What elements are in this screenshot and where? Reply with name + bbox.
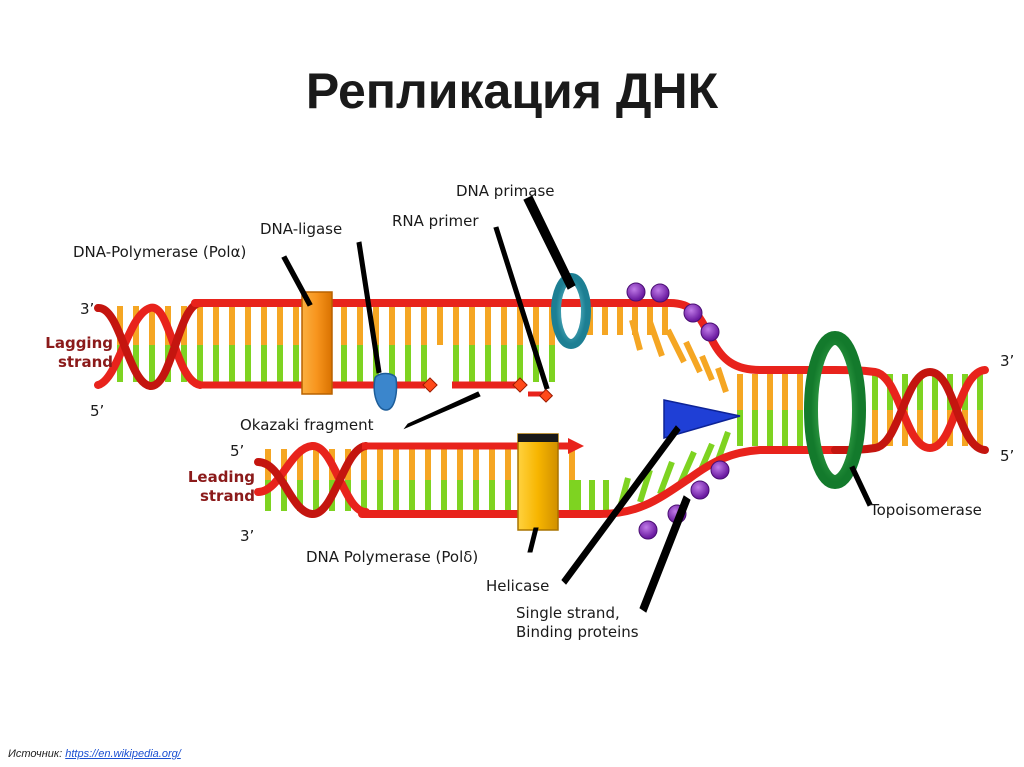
ssb-protein-ball xyxy=(710,460,730,480)
parent-helix-strand-b xyxy=(831,367,989,454)
label-topoisomerase: Topoisomerase xyxy=(869,501,982,519)
leading-strand-arrowhead xyxy=(568,438,584,454)
label-rna-primer: RNA primer xyxy=(392,212,479,230)
fork-base-green xyxy=(715,430,731,462)
label-polymerase-delta: DNA Polymerase (Polδ) xyxy=(306,548,478,566)
fork-base-green xyxy=(657,460,675,496)
fork-base-green xyxy=(637,469,653,503)
topoisomerase-ring xyxy=(804,331,866,489)
polymerase-delta-block xyxy=(517,433,559,531)
label-dna-primase: DNA primase xyxy=(456,182,555,200)
pointer-ssb xyxy=(639,495,691,613)
pointer-primase xyxy=(523,195,576,290)
label-lagging-line1: Lagging xyxy=(45,334,113,352)
label-end-3-bottom-left: 3’ xyxy=(240,527,254,545)
source-credit: Источник: https://en.wikipedia.org/ xyxy=(8,748,181,760)
label-end-5-right: 5’ xyxy=(1000,447,1014,465)
pointer-pol-delta xyxy=(527,527,539,553)
fork-base-orange xyxy=(665,328,687,364)
pointer-lines xyxy=(281,195,873,613)
source-link[interactable]: https://en.wikipedia.org/ xyxy=(65,748,181,760)
pointer-ligase xyxy=(356,241,382,374)
ssb-protein-cluster xyxy=(626,282,730,540)
pointer-okazaki xyxy=(403,391,481,430)
ssb-protein-ball xyxy=(700,322,720,342)
fork-base-orange xyxy=(699,354,715,382)
ssb-protein-ball xyxy=(690,480,710,500)
fork-base-orange xyxy=(629,319,643,351)
source-prefix: Источник: xyxy=(8,748,63,760)
dna-primase-ring xyxy=(551,273,591,349)
fork-base-orange xyxy=(715,367,729,393)
leading-helix-strand-a xyxy=(254,442,370,516)
label-lagging-line2: strand xyxy=(58,353,113,371)
label-end-3-right: 3’ xyxy=(1000,352,1014,370)
label-dna-ligase: DNA-ligase xyxy=(260,220,342,238)
label-end-5-lower-left: 5’ xyxy=(230,442,244,460)
ssb-protein-ball xyxy=(638,520,658,540)
leading-helix-strand-b xyxy=(254,442,370,518)
label-okazaki-fragment: Okazaki fragment xyxy=(240,416,374,434)
pointer-rna-primer xyxy=(493,226,550,390)
leading-base-pairs xyxy=(265,449,609,511)
lagging-helix-strand-b xyxy=(94,299,204,390)
polymerase-delta-cap xyxy=(518,434,558,442)
ssb-protein-ball xyxy=(683,303,703,323)
label-leading-line2: strand xyxy=(200,487,255,505)
rna-primer-markers xyxy=(422,377,554,403)
pointer-pol-alpha xyxy=(281,255,313,307)
helicase-wedge xyxy=(663,399,741,439)
label-end-3-top-left: 3’ xyxy=(80,300,94,318)
label-ssb-line1: Single strand, xyxy=(516,604,620,622)
label-helicase: Helicase xyxy=(486,577,549,595)
lagging-helix-strand-a xyxy=(94,303,204,389)
ssb-protein-ball xyxy=(650,283,670,303)
label-leading-line1: Leading xyxy=(188,468,255,486)
leading-template-backbone xyxy=(358,446,839,518)
ssb-protein-ball xyxy=(626,282,646,302)
label-end-5-mid-left: 5’ xyxy=(90,402,104,420)
fork-single-strand-bases-top xyxy=(629,319,729,393)
dna-ligase-clamp xyxy=(373,372,398,411)
polymerase-alpha-block xyxy=(301,291,333,395)
lagging-template-backbone xyxy=(191,299,839,374)
fork-base-orange xyxy=(647,321,665,357)
label-ssb-line2: Binding proteins xyxy=(516,623,639,641)
fork-base-orange xyxy=(683,340,703,374)
pointer-topoisomerase xyxy=(849,465,873,507)
page-title: Репликация ДНК xyxy=(305,63,719,119)
pointer-helicase xyxy=(561,425,681,585)
label-polymerase-alpha: DNA-Polymerase (Polα) xyxy=(73,243,246,261)
